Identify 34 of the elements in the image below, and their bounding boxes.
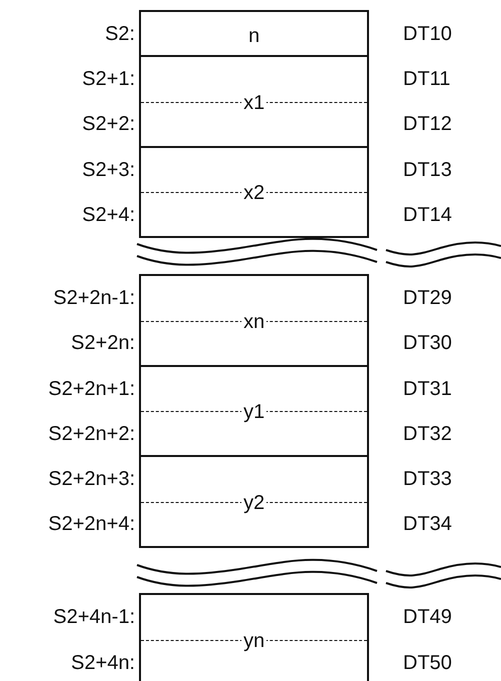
address-label: S2+3: <box>82 158 135 180</box>
address-label: S2+4n-1: <box>53 606 135 628</box>
register-label: DT31 <box>403 378 452 400</box>
address-label: S2+2n+4: <box>48 513 135 536</box>
address-label: S2+2: <box>82 113 135 136</box>
address-label: S2+2n+2: <box>48 422 135 444</box>
register-label: DT14 <box>403 204 452 226</box>
register-label: DT10 <box>403 22 452 44</box>
register-label: DT33 <box>403 468 452 490</box>
address-label: S2+1: <box>82 68 135 90</box>
register-label: DT50 <box>403 652 452 674</box>
memory-cell <box>139 274 369 367</box>
memory-cell <box>139 55 369 148</box>
address-label: S2: <box>104 22 135 44</box>
memory-cell <box>139 593 369 681</box>
register-label: DT13 <box>403 158 452 180</box>
cell-value: y1 <box>241 401 267 423</box>
address-label: S2+4n: <box>71 652 135 674</box>
register-label: DT32 <box>403 422 452 444</box>
register-label: DT29 <box>403 286 452 309</box>
address-label: S2+2n-1: <box>53 286 135 309</box>
memory-cell <box>139 146 369 238</box>
register-label: DT12 <box>403 113 452 136</box>
register-label: DT34 <box>403 513 452 536</box>
memory-cell <box>139 455 369 548</box>
register-label: DT11 <box>403 68 450 90</box>
register-label: DT49 <box>403 606 452 628</box>
address-label: S2+2n+1: <box>48 378 135 400</box>
register-label: DT30 <box>403 332 452 354</box>
address-label: S2+4: <box>82 204 135 226</box>
address-label: S2+2n: <box>71 332 135 354</box>
address-label: S2+2n+3: <box>48 468 135 490</box>
memory-cell <box>139 365 369 457</box>
memory-cell <box>139 10 369 57</box>
